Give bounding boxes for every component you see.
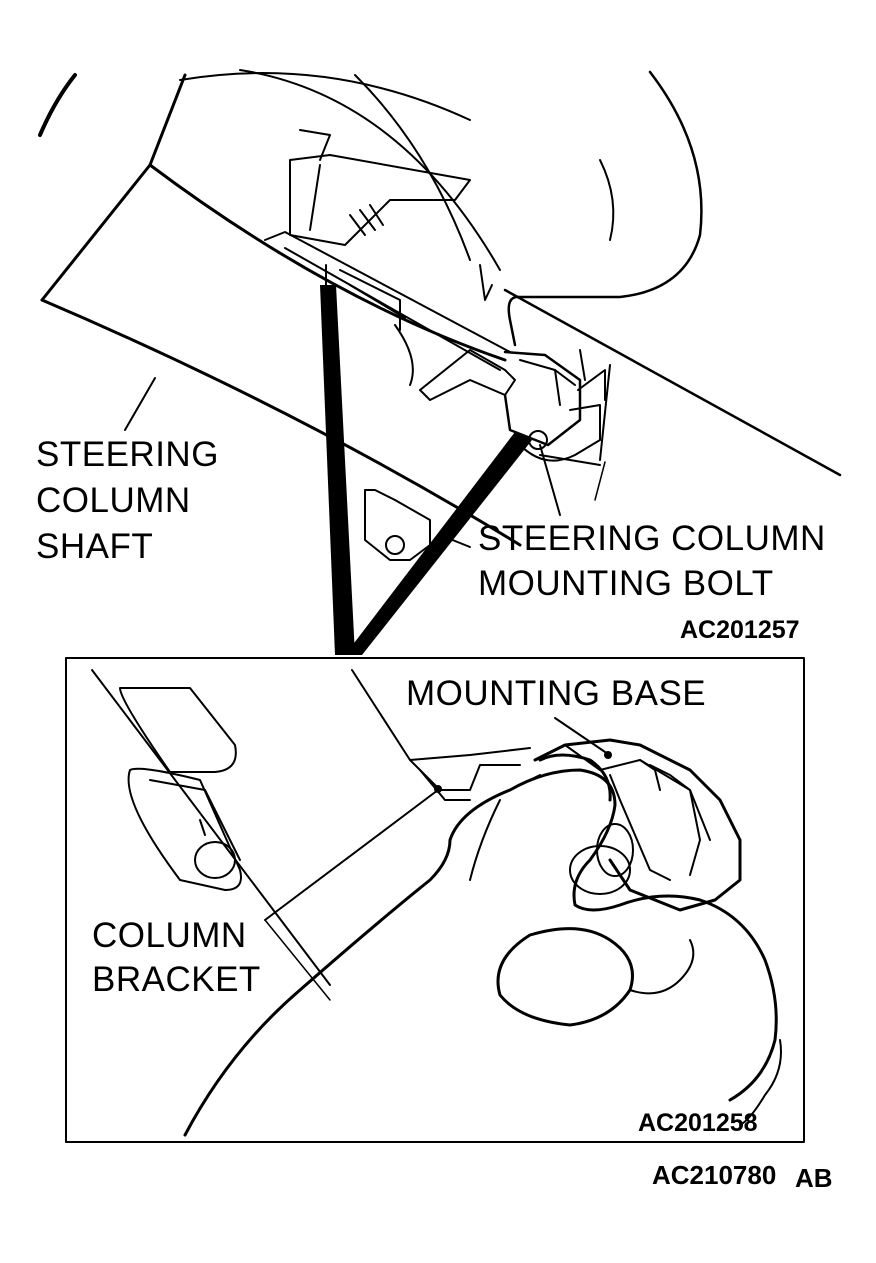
figure-code-detail: AC201258	[638, 1109, 758, 1137]
leader-column-bracket	[264, 789, 439, 921]
label-mounting-bolt-line1: STEERING COLUMN	[478, 519, 826, 558]
label-steering-column-shaft-line3: SHAFT	[36, 527, 154, 566]
detail-view	[91, 669, 782, 1137]
dash-large-curve	[507, 70, 703, 347]
upper-bracket	[289, 154, 471, 246]
leader-mounting-bolt	[539, 444, 561, 516]
label-column-bracket-line1: COLUMN	[92, 916, 247, 955]
mounting-bolt-block	[503, 350, 582, 447]
label-steering-column-shaft-line1: STEERING	[36, 435, 219, 474]
mounting-base	[533, 738, 742, 912]
figure-code-upper: AC201257	[680, 616, 800, 644]
finger-knuckle	[496, 927, 634, 1027]
label-column-bracket-line2: BRACKET	[92, 960, 261, 999]
detail-column-tube	[91, 669, 331, 986]
lower-bracket	[364, 489, 431, 561]
leader-mounting-base	[554, 717, 609, 755]
label-mounting-base: MOUNTING BASE	[406, 674, 707, 713]
detail-frame	[65, 657, 805, 1143]
callout-lines	[320, 264, 532, 655]
leader-column-shaft	[124, 377, 156, 431]
figure-code-overall: AC210780	[652, 1160, 777, 1190]
label-mounting-bolt-line2: MOUNTING BOLT	[478, 564, 774, 603]
hand-outline	[183, 768, 778, 1137]
dash-edge-line	[148, 73, 187, 167]
figure-code-overall-suffix: AB	[795, 1163, 833, 1193]
dash-panel-arc	[38, 73, 77, 137]
upper-view	[38, 69, 842, 561]
label-steering-column-shaft-line2: COLUMN	[36, 481, 191, 520]
